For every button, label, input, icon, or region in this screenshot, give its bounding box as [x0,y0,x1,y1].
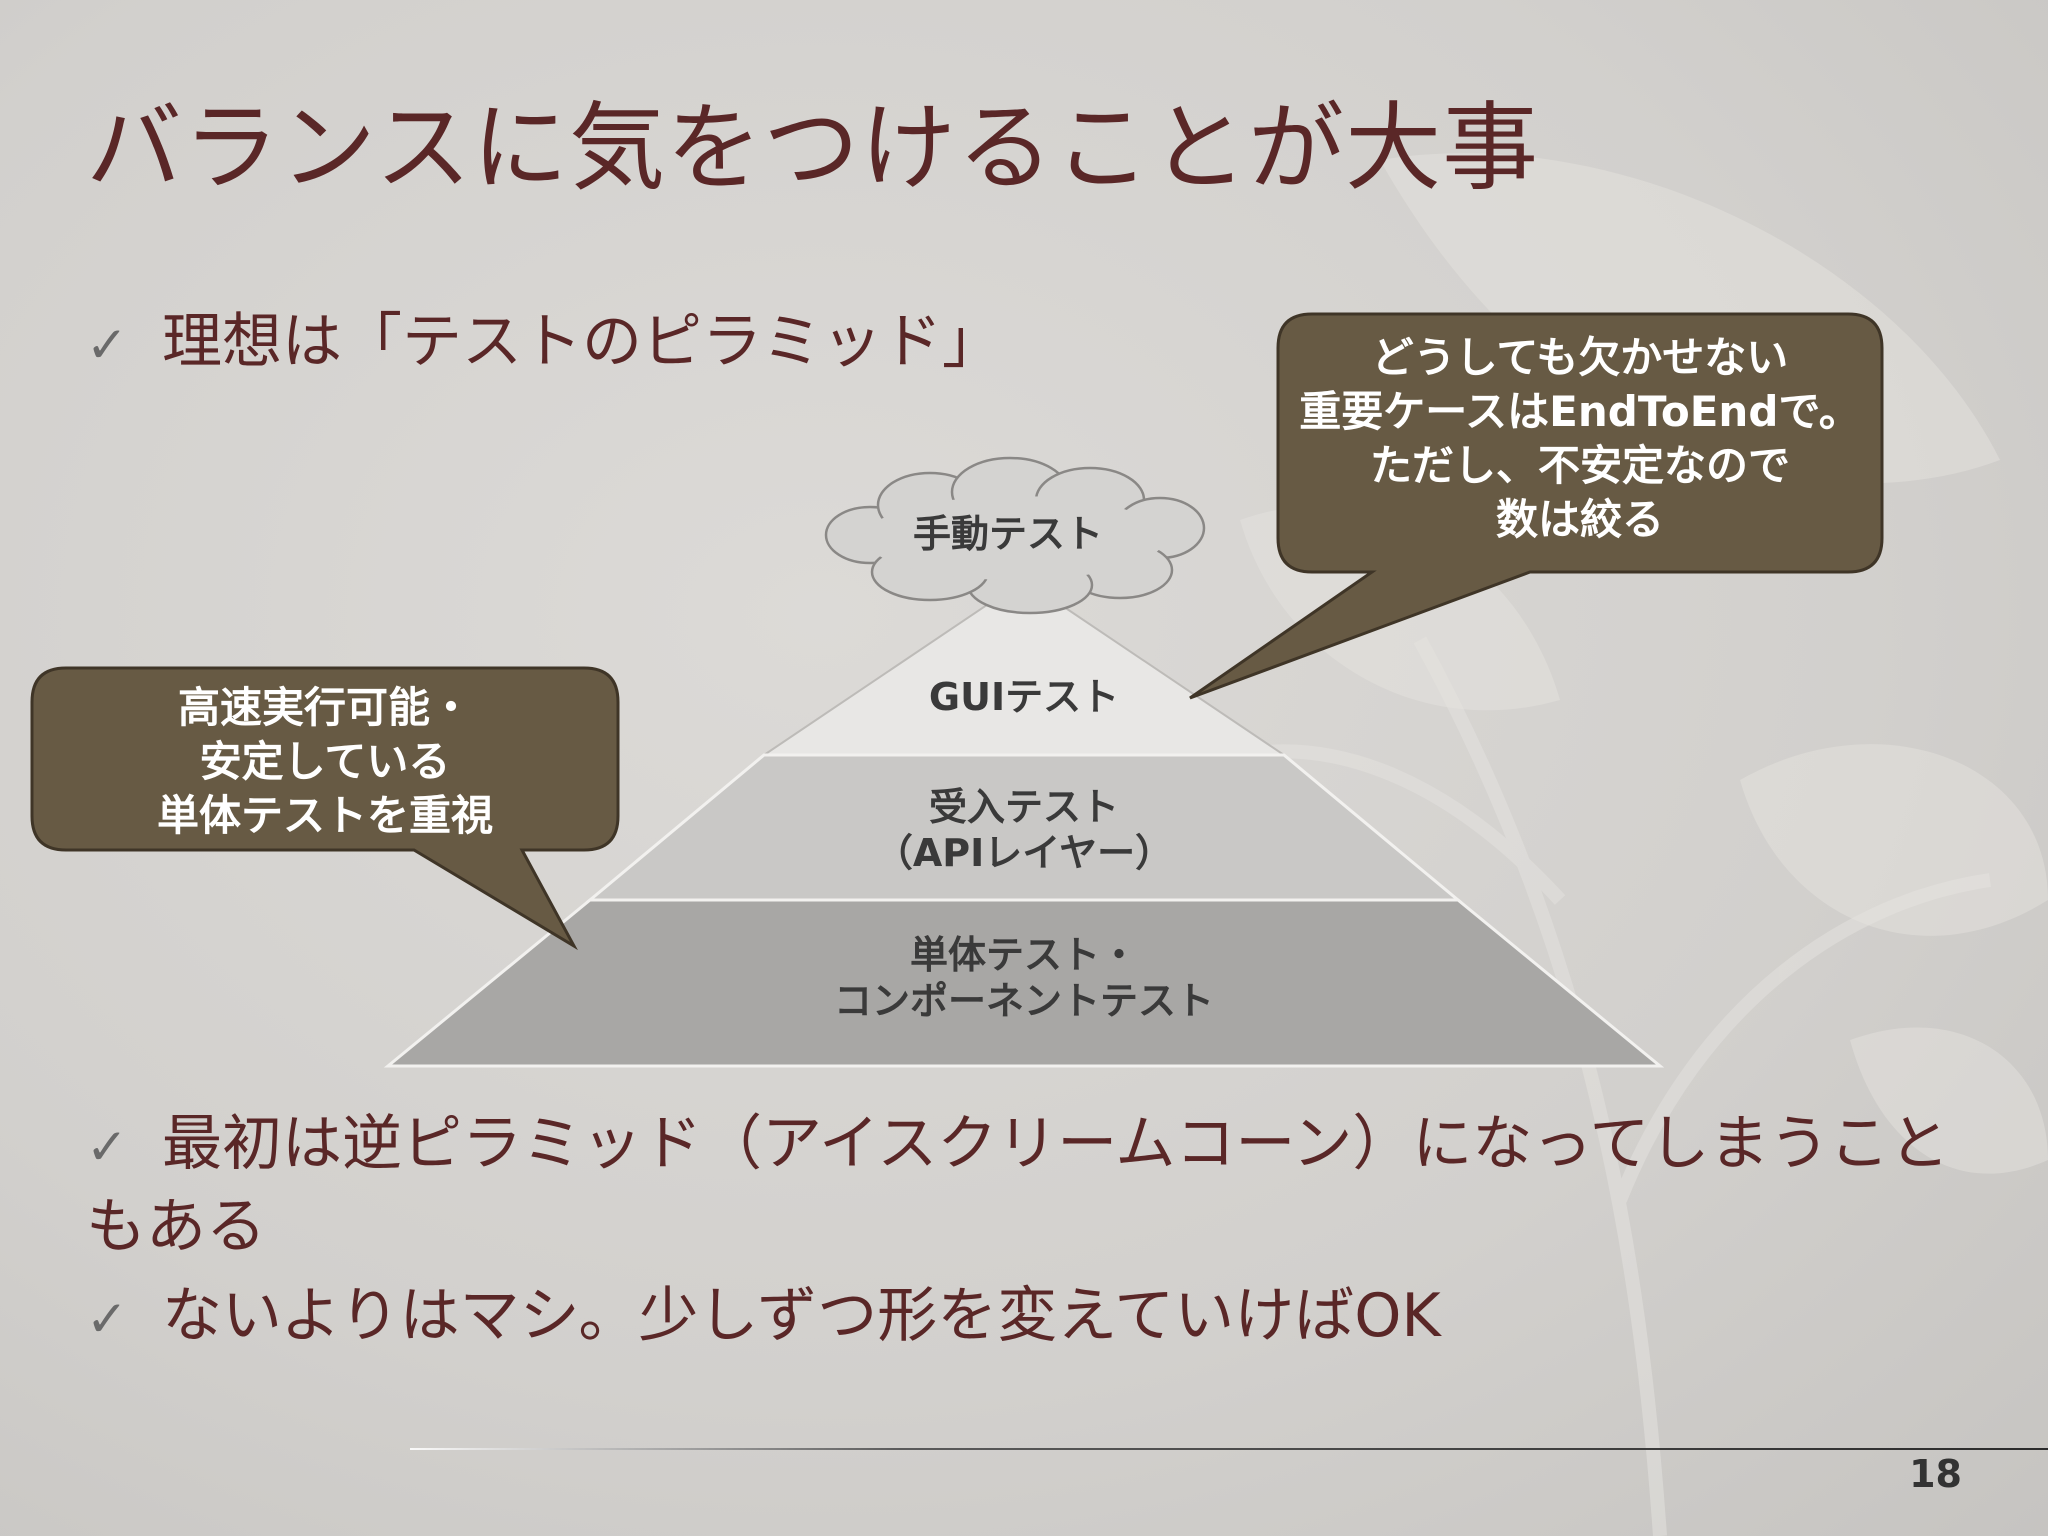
callout-right-line: どうしても欠かせない [1372,333,1789,382]
level-label: コンポーネントテスト [834,979,1214,1023]
callout-left [30,666,620,951]
bullet-text: ないよりはマシ。少しずつ形を変えていけばOK [162,1281,1441,1351]
manual-test-cloud [824,456,1206,615]
check-icon: ✓ [86,316,128,374]
level-label: 受入テスト [929,785,1119,829]
footer-divider [410,1448,2048,1450]
bullet-item: ✓ 理想は「テストのピラミッド」 [86,302,1002,385]
callout-right-line: ただし、不安定なので [1370,441,1790,490]
pyramid-level-unit [383,898,1665,1068]
check-icon: ✓ [86,1290,128,1348]
bullet-text: 理想は「テストのピラミッド」 [162,307,1002,377]
level-label: 単体テスト・ [910,933,1138,977]
callout-right-line: 数は絞る [1496,495,1664,544]
callout-right-line: 重要ケースはEndToEndで。 [1299,387,1860,436]
level-label: （APIレイヤー） [875,831,1173,875]
check-icon: ✓ [86,1118,128,1176]
slide-title: バランスに気をつけることが大事 [86,92,1540,204]
bullet-item: ✓最初は逆ピラミッド（アイスクリームコーン）になってしまうこともある [86,1104,1986,1267]
callout-left-line: 単体テストを重視 [157,791,493,840]
cloud-label: 手動テスト [913,512,1103,556]
callout-right [1189,312,1884,700]
callout-left-line: 高速実行可能・ [178,683,472,732]
bullet-text: 最初は逆ピラミッド（アイスクリームコーン）になってしまうこともある [86,1109,1950,1262]
callout-left-line: 安定している [200,737,451,786]
page-number: 18 [1909,1452,1962,1496]
level-label: GUIテスト [929,675,1119,719]
bullet-item: ✓ ないよりはマシ。少しずつ形を変えていけばOK [86,1276,1441,1359]
